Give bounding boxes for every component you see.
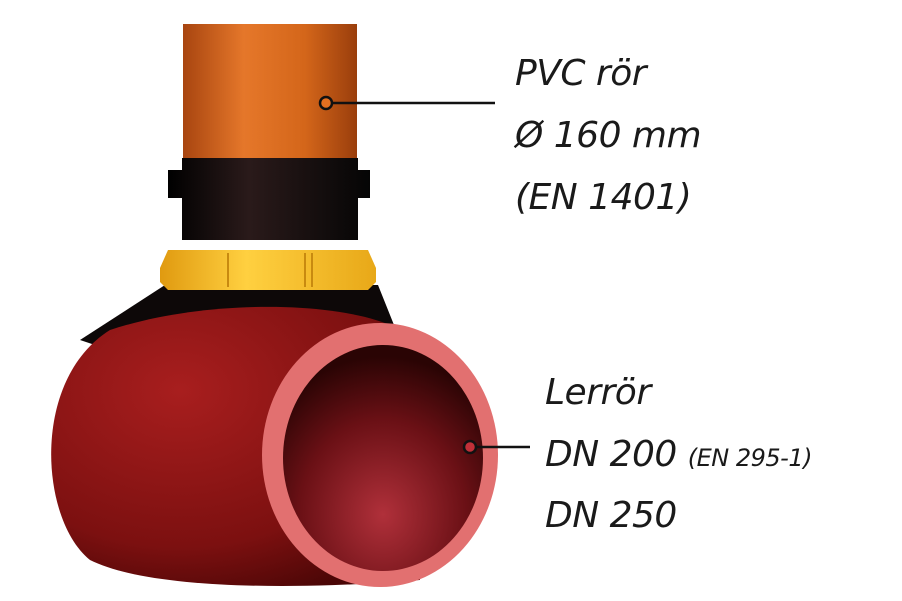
- pipe-inner: [283, 345, 483, 571]
- pvc-label-diameter: Ø 160 mm: [515, 115, 702, 156]
- pvc-label-name: PVC rör: [515, 53, 647, 94]
- pvc-label-standard: (EN 1401): [515, 177, 692, 218]
- clay-leader-dot: [462, 439, 478, 455]
- clay-label-name: Lerrör: [545, 372, 651, 413]
- clay-label-dn250: DN 250: [545, 495, 677, 536]
- pvc-leader-dot: [318, 95, 334, 111]
- yellow-ring: [160, 250, 376, 290]
- coupling: [168, 158, 370, 240]
- clay-label-standard: (EN 295-1): [687, 444, 813, 472]
- clay-label-dn200-text: DN 200: [545, 434, 677, 475]
- clay-label-dn200: DN 200 (EN 295-1): [545, 437, 812, 473]
